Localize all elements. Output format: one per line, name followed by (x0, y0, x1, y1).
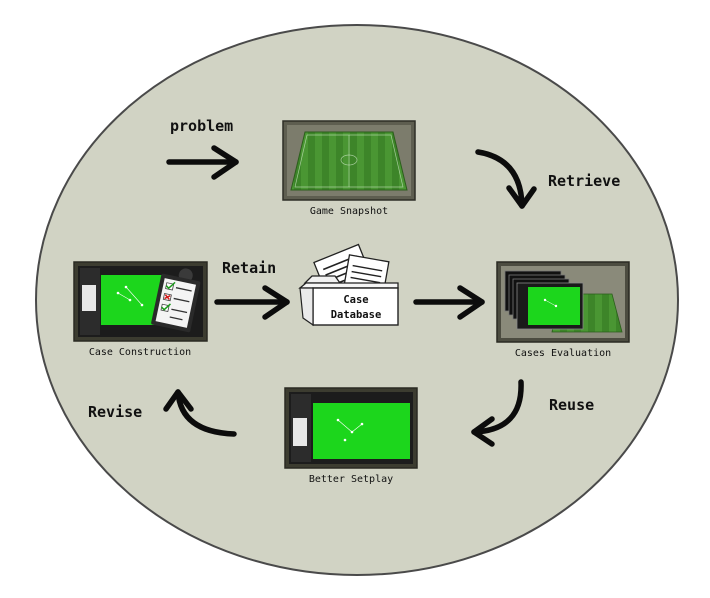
arrow-to-evaluation (413, 285, 485, 320)
document-stack-icon (298, 243, 399, 327)
field-screen (313, 403, 410, 459)
label-retrieve: Retrieve (548, 172, 620, 190)
arrow-revise (163, 389, 237, 437)
case-construction-node: Case Construction (73, 261, 208, 358)
arrow-retain (214, 285, 290, 320)
clipboard-checklist-icon (151, 268, 201, 333)
database-folder (312, 287, 399, 326)
cases-evaluation-node: Cases Evaluation (496, 261, 630, 359)
label-reuse: Reuse (549, 396, 594, 414)
label-problem: problem (170, 117, 233, 135)
game-snapshot-caption: Game Snapshot (310, 206, 388, 217)
arrow-problem (166, 145, 239, 180)
case-construction-caption: Case Construction (89, 347, 191, 358)
case-database-node: Case Database (298, 243, 399, 327)
arrow-retrieve (475, 149, 537, 209)
database-label-line1: Case (343, 294, 368, 306)
better-setplay-caption: Better Setplay (309, 474, 393, 485)
game-snapshot-node: Game Snapshot (282, 120, 416, 217)
cases-evaluation-caption: Cases Evaluation (515, 348, 611, 359)
database-label-line2: Database (331, 309, 382, 321)
label-revise: Revise (88, 403, 142, 421)
arrow-reuse (471, 379, 524, 447)
label-retain: Retain (222, 259, 276, 277)
better-setplay-node: Better Setplay (284, 387, 418, 485)
